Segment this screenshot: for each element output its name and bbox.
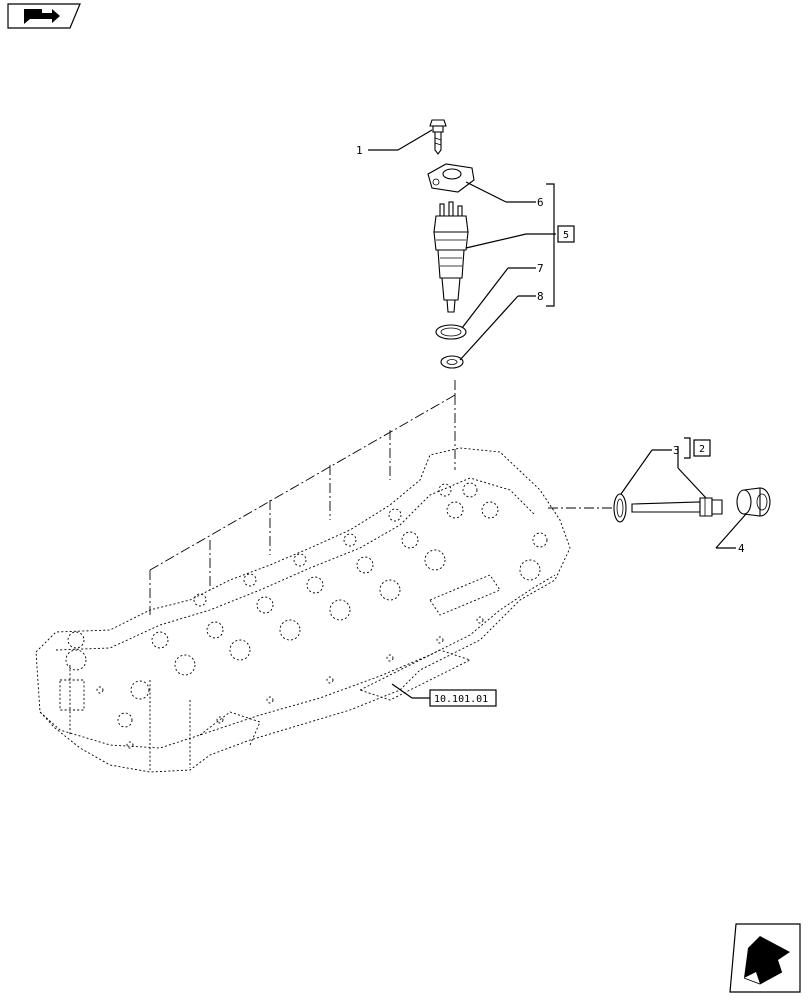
o-ring-part bbox=[435, 324, 467, 340]
callout-4: 4 bbox=[738, 542, 745, 555]
callout-5: 5 bbox=[563, 230, 569, 241]
book-arrow-icon[interactable] bbox=[7, 3, 81, 29]
leader-lines bbox=[368, 129, 747, 699]
clamp-part bbox=[427, 163, 475, 193]
cylinder-head bbox=[35, 447, 571, 773]
callout-box-5[interactable]: 5 bbox=[557, 225, 575, 243]
callout-box-2[interactable]: 2 bbox=[693, 439, 711, 457]
reference-box[interactable]: 10.101.01 bbox=[429, 689, 497, 707]
connector-tube-part bbox=[631, 497, 723, 517]
reference-label: 10.101.01 bbox=[434, 694, 488, 705]
callout-1: 1 bbox=[356, 144, 363, 157]
injector-part bbox=[433, 201, 469, 313]
next-page-arrow-icon[interactable] bbox=[729, 923, 801, 993]
callout-6: 6 bbox=[537, 196, 544, 209]
group-bracket-connector bbox=[684, 437, 691, 459]
seal-ring-part bbox=[613, 493, 627, 523]
callout-2: 2 bbox=[699, 444, 705, 455]
washer-part bbox=[440, 355, 464, 369]
fitting-nut-part bbox=[736, 487, 771, 517]
group-bracket-injector bbox=[546, 183, 555, 307]
callout-7: 7 bbox=[537, 262, 544, 275]
callout-8: 8 bbox=[537, 290, 544, 303]
alignment-lines bbox=[149, 380, 612, 615]
bolt-part bbox=[429, 119, 447, 155]
callout-3: 3 bbox=[673, 444, 680, 457]
